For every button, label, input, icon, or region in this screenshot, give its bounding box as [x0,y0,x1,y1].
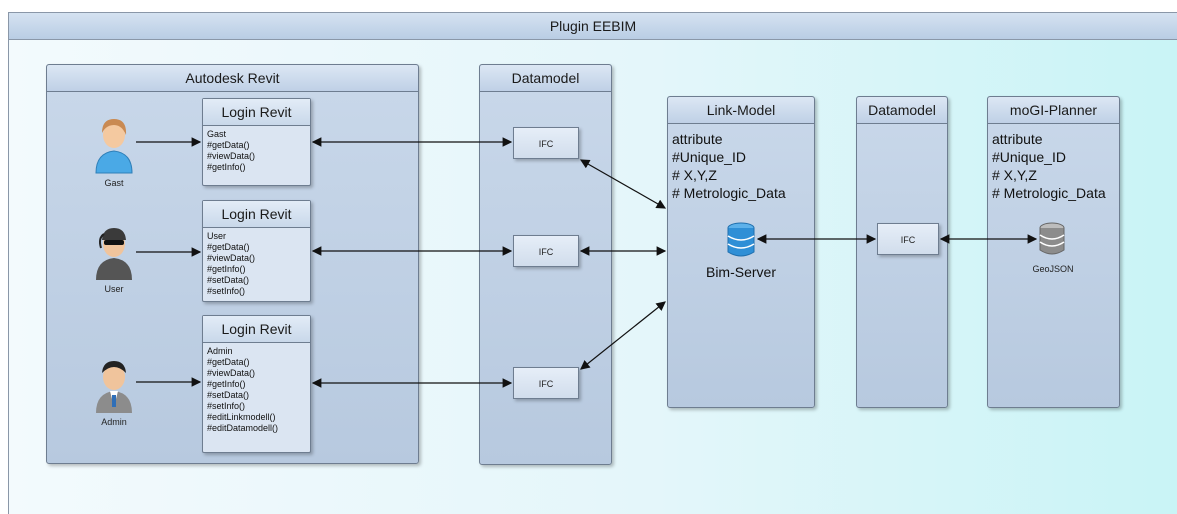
datamodel-left-title: Datamodel [480,65,611,92]
mogi-line: # Metrologic_Data [992,185,1106,201]
link-model-panel: Link-Model attribute #Unique_ID # X,Y,Z … [667,96,815,408]
mogi-title: moGI-Planner [988,97,1119,124]
revit-title: Autodesk Revit [47,65,418,92]
mogi-line: #Unique_ID [992,149,1066,165]
actor-label: Admin [101,417,127,427]
admin-avatar-icon [96,361,132,413]
login-box-gast: Login Revit Gast #getData() #viewData() … [202,98,311,186]
user-avatar-icon [96,228,132,280]
ifc-box: IFC [877,223,939,255]
link-model-line: # Metrologic_Data [672,185,786,201]
link-model-title: Link-Model [668,97,814,124]
login-line: #getInfo() [207,162,246,172]
login-line: #editDatamodell() [207,423,279,433]
login-line: Gast [207,129,227,139]
login-line: Admin [207,346,233,356]
ifc-box: IFC [513,367,579,399]
ifc-box: IFC [513,127,579,159]
mogi-panel: moGI-Planner attribute #Unique_ID # X,Y,… [987,96,1120,408]
mogi-line: attribute [992,131,1043,147]
login-title: Login Revit [203,99,310,126]
login-line: User [207,231,227,241]
login-line: #setInfo() [207,286,246,296]
login-line: #viewData() [207,151,256,161]
database-icon [1039,222,1065,255]
link-model-line: #Unique_ID [672,149,746,165]
actor-label: Gast [104,178,124,188]
login-line: #getData() [207,140,250,150]
login-line: #getData() [207,357,250,367]
login-title: Login Revit [203,201,310,228]
bim-server-label: Bim-Server [705,264,776,280]
link-model-line: attribute [672,131,723,147]
geojson-label: GeoJSON [1032,264,1074,274]
actor-label: User [104,284,124,294]
login-line: #viewData() [207,253,256,263]
link-model-line: # X,Y,Z [672,167,717,183]
login-box-admin: Login Revit Admin #getData() #viewData()… [202,315,311,453]
login-title: Login Revit [203,316,310,343]
login-line: #setInfo() [207,401,246,411]
login-line: #getInfo() [207,264,246,274]
login-line: #viewData() [207,368,256,378]
datamodel-right-title: Datamodel [857,97,947,124]
gast-avatar-icon [95,119,133,174]
login-line: #setData() [207,275,250,285]
database-icon [727,222,755,257]
mogi-line: # X,Y,Z [992,167,1037,183]
login-line: #setData() [207,390,250,400]
plugin-title: Plugin EEBIM [9,13,1177,40]
login-line: #editLinkmodell() [207,412,276,422]
ifc-box: IFC [513,235,579,267]
login-line: #getData() [207,242,250,252]
login-line: #getInfo() [207,379,246,389]
login-box-user: Login Revit User #getData() #viewData() … [202,200,311,302]
